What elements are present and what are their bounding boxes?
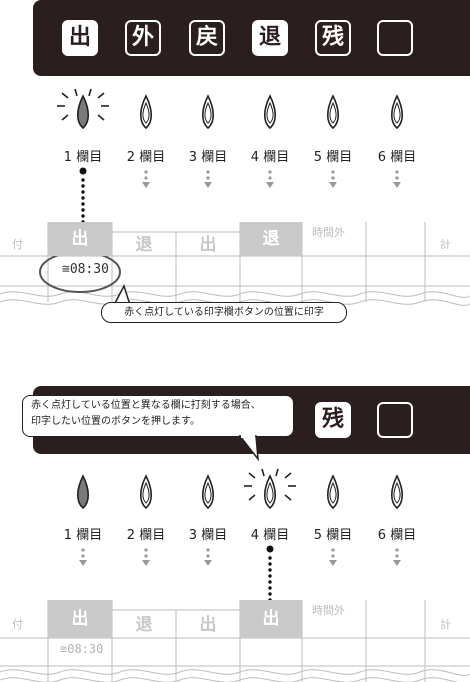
led-3-icon [201, 94, 215, 130]
blank-button-b[interactable] [377, 402, 413, 438]
blank-button[interactable] [377, 20, 413, 56]
column-label-5b: 5 欄目 [313, 528, 353, 543]
column-label-3b: 3 欄目 [188, 528, 228, 543]
led-4-icon [263, 94, 277, 130]
stamp-mark-icon: ≅ [62, 262, 70, 277]
stamp-value-b: 08:30 [67, 642, 104, 656]
glow-rays-b-icon [244, 468, 296, 501]
column-label-4: 4 欄目 [250, 150, 290, 165]
led-1b-icon [76, 474, 90, 510]
timecard-top: 付 出 退 出 退 時間外 計 ≅08:30 [0, 222, 470, 312]
led-1-icon [76, 94, 90, 130]
column-label-2b: 2 欄目 [126, 528, 166, 543]
led-6b-icon [390, 474, 404, 510]
outside-button[interactable]: 外 [125, 20, 161, 56]
leave-button[interactable]: 退 [252, 20, 288, 56]
led-6-icon [390, 94, 404, 130]
overtime-button-b[interactable]: 残 [315, 402, 351, 438]
column-label-6b: 6 欄目 [377, 528, 417, 543]
stamp-time: ≅08:30 [62, 262, 109, 277]
column-label-6: 6 欄目 [377, 150, 417, 165]
header-out-1: 出 [48, 222, 112, 256]
header-out-2: 出 [199, 235, 217, 255]
led-row-bottom [76, 468, 404, 510]
header-out-1b: 出 [48, 600, 112, 638]
return-button[interactable]: 戻 [189, 20, 225, 56]
led-5b-icon [326, 474, 340, 510]
led-2-icon [139, 94, 153, 130]
callout-bottom-line2: 印字したい位置のボタンを押します。 [31, 416, 200, 427]
column-label-5: 5 欄目 [313, 150, 353, 165]
led-2b-icon [139, 474, 153, 510]
header-leave-1b: 退 [135, 615, 153, 635]
callout-top: 赤く点灯している印字欄ボタンの位置に印字 [101, 302, 347, 323]
header-leave-2: 退 [240, 222, 302, 256]
stamp-mark-b-icon: ≅ [60, 642, 68, 656]
led-3b-icon [201, 474, 215, 510]
header-leave-1: 退 [135, 235, 153, 255]
overtime-button[interactable]: 残 [315, 20, 351, 56]
glow-rays-icon [57, 88, 109, 121]
led-5-icon [326, 94, 340, 130]
day-label: 付 [12, 238, 23, 251]
header-overtime-b: 時間外 [312, 604, 345, 617]
column-label-2: 2 欄目 [126, 150, 166, 165]
led-row-top [57, 88, 404, 130]
out-button[interactable]: 出 [62, 20, 98, 56]
timecard-bottom: 付 出 退 出 出 時間外 計 ≅08:30 [0, 600, 470, 682]
led-4b-icon [263, 474, 277, 510]
callout-bottom: 赤く点灯している位置と異なる欄に打刻する場合、 印字したい位置のボタンを押します… [22, 395, 294, 437]
total-label-b: 計 [440, 618, 451, 631]
callout-bottom-line1: 赤く点灯している位置と異なる欄に打刻する場合、 [31, 400, 261, 411]
callout-pointer-bottom [238, 435, 259, 461]
header-out-2b: 出 [199, 615, 217, 635]
column-label-4b: 4 欄目 [250, 528, 290, 543]
day-label-b: 付 [12, 618, 23, 631]
column-label-3: 3 欄目 [188, 150, 228, 165]
stamp-value: 08:30 [69, 262, 109, 277]
header-out-3b: 出 [240, 600, 302, 638]
column-label-1b: 1 欄目 [63, 528, 103, 543]
header-overtime: 時間外 [312, 226, 345, 239]
column-label-1: 1 欄目 [63, 150, 103, 165]
stamp-time-b: ≅08:30 [60, 642, 103, 656]
total-label: 計 [440, 238, 451, 251]
